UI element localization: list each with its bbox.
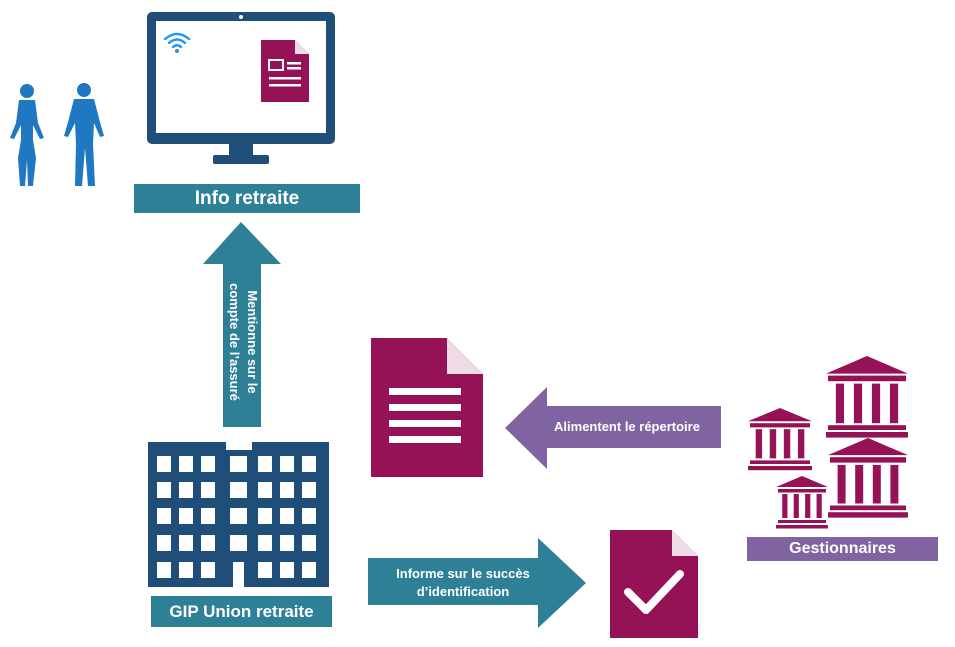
building-window	[157, 482, 171, 498]
wifi-icon	[163, 32, 191, 53]
arrow-right-text-line2: d’identification	[416, 584, 510, 599]
institution-icon	[748, 356, 908, 529]
document-icon	[371, 338, 483, 477]
check-document-icon	[610, 530, 698, 638]
building-window	[157, 562, 171, 578]
building-window	[258, 456, 272, 472]
building-window	[230, 535, 247, 551]
arrow-left	[505, 387, 721, 469]
building-window	[258, 535, 272, 551]
arrow-up-text-line2: compte de l’assuré	[227, 283, 242, 401]
building-window	[258, 562, 272, 578]
building-window	[179, 456, 193, 472]
building-window	[201, 562, 215, 578]
building-window	[280, 508, 294, 524]
arrow-up-text: Mentionne sur le compte de l’assuré	[223, 277, 261, 407]
building-window	[258, 508, 272, 524]
building-window	[157, 456, 171, 472]
form-document-icon	[261, 40, 309, 102]
building-window	[179, 508, 193, 524]
building-window	[230, 482, 247, 498]
building-window	[230, 508, 247, 524]
arrow-up	[203, 222, 281, 427]
building-window	[201, 535, 215, 551]
arrow-up-text-line1: Mentionne sur le	[245, 290, 260, 394]
info-retraite-label: Info retraite	[134, 184, 360, 213]
building-window	[302, 456, 316, 472]
institution-building	[776, 476, 828, 529]
building-window	[280, 562, 294, 578]
building-window	[230, 456, 247, 472]
building-window	[179, 562, 193, 578]
gip-union-retraite-label: GIP Union retraite	[151, 596, 332, 627]
building-window	[302, 562, 316, 578]
arrow-right	[368, 538, 586, 628]
building-window	[179, 482, 193, 498]
building-window	[201, 456, 215, 472]
building-window	[157, 535, 171, 551]
building-window	[179, 535, 193, 551]
building-window	[302, 535, 316, 551]
building-window	[302, 508, 316, 524]
building-window	[157, 508, 171, 524]
building-window	[201, 482, 215, 498]
building-window	[280, 535, 294, 551]
arrow-right-text: Informe sur le succès d’identification	[378, 565, 548, 601]
building-window	[280, 456, 294, 472]
gestionnaires-label: Gestionnaires	[747, 537, 938, 561]
institution-building	[748, 408, 812, 471]
building-window	[201, 508, 215, 524]
institution-building	[828, 438, 908, 518]
institution-building	[826, 356, 908, 438]
arrow-left-text: Alimentent le répertoire	[554, 419, 700, 434]
building-window	[302, 482, 316, 498]
building-window	[280, 482, 294, 498]
arrow-right-text-line1: Informe sur le succès	[396, 566, 530, 581]
building-window	[258, 482, 272, 498]
office-building-icon	[148, 442, 329, 587]
people-icon	[10, 83, 104, 186]
